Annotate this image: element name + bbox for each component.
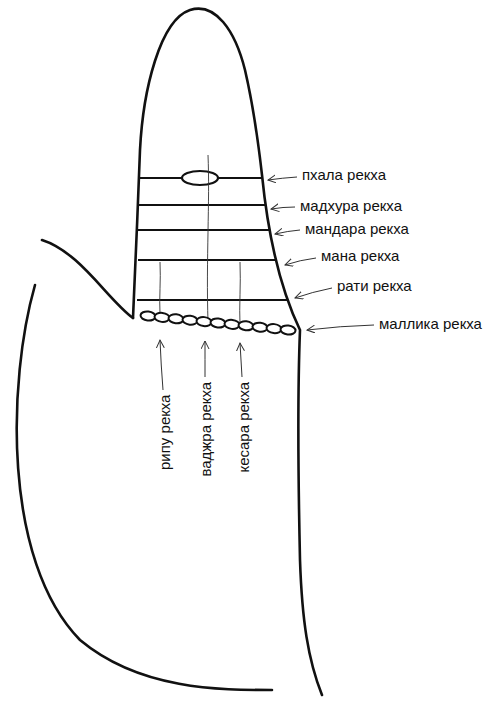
chain-link <box>224 319 240 330</box>
palm-edge <box>17 285 272 690</box>
line-label: рати рекха <box>337 278 412 295</box>
chain-link <box>140 311 156 322</box>
line-label: мандара рекха <box>305 221 409 238</box>
chain-link <box>238 321 254 332</box>
thumb-outline <box>133 9 322 695</box>
line-label: мана рекха <box>321 248 399 265</box>
thumb-web <box>42 240 133 318</box>
chain-link <box>182 315 198 326</box>
line-label: рипу рекха <box>158 395 175 470</box>
chain-link <box>252 322 268 333</box>
chain-link <box>280 325 296 336</box>
chain-link <box>210 318 226 329</box>
line-label: кесара рекха <box>236 382 253 473</box>
chain-line <box>140 311 296 336</box>
vertical-lines <box>160 155 241 326</box>
line-label: пхала рекха <box>302 167 386 184</box>
line-label: ваджра рекха <box>198 382 215 477</box>
chain-link <box>168 314 184 325</box>
chain-link <box>266 323 282 334</box>
thumb-lines <box>137 171 287 300</box>
chain-link <box>154 312 170 323</box>
line-label: маллика рекха <box>379 316 482 333</box>
chain-link <box>196 316 212 327</box>
line-label: мадхура рекха <box>300 198 402 215</box>
